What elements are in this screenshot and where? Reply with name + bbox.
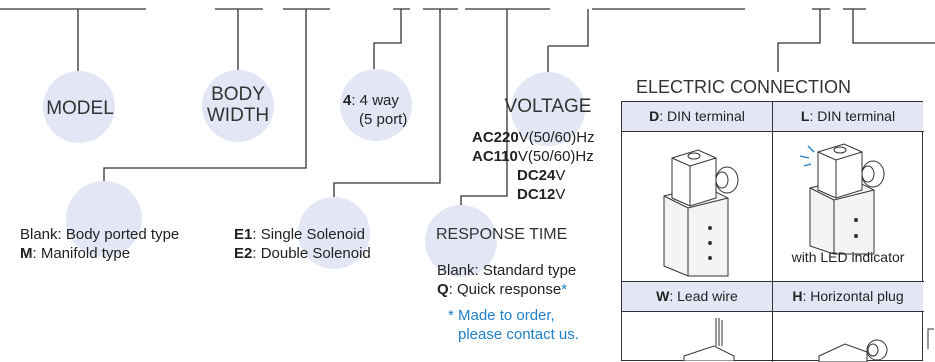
body-width-line1: BODY: [211, 84, 265, 105]
solenoid-e1: E1: Single Solenoid: [234, 226, 365, 243]
solenoid-e2: E2: Double Solenoid: [234, 245, 371, 262]
voltage-option-dc24: DC24V: [517, 167, 566, 184]
mounting-options: Blank: Body ported type M: Manifold type: [20, 225, 179, 263]
way-port: (5 port): [359, 111, 408, 128]
response-options: Blank: Standard type Q: Quick response*: [437, 261, 576, 299]
line-mounting: [103, 9, 307, 182]
line-response: [460, 9, 508, 206]
line-extra: [852, 9, 935, 44]
electric-title: ELECTRIC CONNECTION: [636, 77, 852, 97]
response-title: RESPONSE TIME: [436, 226, 568, 243]
response-note-line1: * Made to order,: [448, 307, 555, 324]
voltage-option-ac220: AC220V(50/60)Hz: [472, 129, 595, 146]
solenoid-options: E1: Single Solenoid E2: Double Solenoid: [234, 225, 371, 263]
line-solenoid: [333, 9, 441, 198]
voltage-option-dc12: DC12V: [517, 186, 566, 203]
voltage-title: VOLTAGE: [504, 96, 592, 117]
response-blank: Blank: Standard type: [437, 262, 577, 279]
circle-body-width: [202, 70, 274, 142]
lead-wire-illustration: [683, 318, 735, 361]
voltage-option-ac110: AC110V(50/60)Hz: [472, 148, 594, 165]
cell-header-h: H: Horizontal plug: [773, 282, 923, 311]
way-code: 4: [343, 92, 352, 109]
edge-bracket: [927, 328, 934, 349]
way-desc: : 4 way: [351, 92, 399, 109]
circle-way: [340, 69, 412, 141]
line-electric: [777, 9, 821, 72]
connector-lines: [0, 8, 935, 206]
response-q: Q: Quick response*: [437, 281, 568, 298]
led-caption: with LED indicator: [791, 249, 905, 265]
circle-response: [425, 205, 497, 277]
mounting-m: M: Manifold type: [20, 245, 131, 262]
line-way: [373, 9, 402, 70]
body-width-line2: WIDTH: [206, 105, 270, 126]
mounting-blank: Blank: Body ported type: [20, 226, 180, 243]
model-label: MODEL: [46, 98, 114, 119]
voltage-options: AC220V(50/60)Hz AC110V(50/60)Hz DC24V DC…: [472, 128, 622, 204]
circle-voltage: [511, 72, 585, 146]
cell-header-w: W: Lead wire: [622, 282, 772, 311]
circle-mounting: [66, 181, 142, 257]
line-voltage: [548, 9, 589, 47]
electric-connection-table: D: DIN terminal L: DIN terminal W: Lead …: [621, 101, 924, 362]
cell-header-l: L: DIN terminal: [773, 102, 923, 131]
response-note-line2: please contact us.: [458, 326, 579, 343]
din-led-terminal-illustration: [799, 143, 885, 255]
circle-solenoid: [298, 197, 370, 269]
circle-model: [43, 71, 115, 143]
response-note: * Made to order, please contact us.: [448, 306, 579, 344]
din-terminal-illustration: [663, 149, 739, 277]
cell-header-d: D: DIN terminal: [622, 102, 772, 131]
horizontal-plug-illustration: [818, 339, 888, 362]
body-width-label: BODY WIDTH: [188, 84, 288, 126]
way-label: 4: 4 way (5 port): [343, 91, 407, 129]
